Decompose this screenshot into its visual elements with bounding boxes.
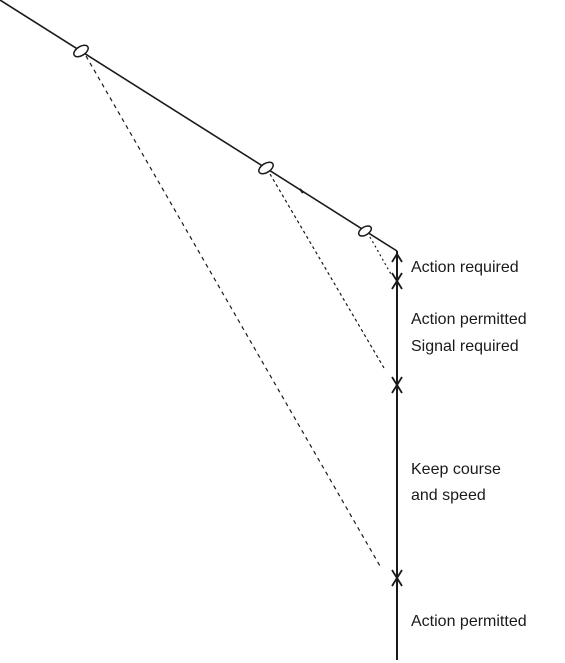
vessel-position-1 (73, 44, 89, 58)
arrow-up-action-permitted-lower (391, 576, 403, 587)
sightline-far (85, 55, 381, 567)
sightline-near (369, 236, 393, 277)
zone-label-keep-course-line1: Keep course (411, 461, 501, 478)
arrow-up-action-permitted (391, 279, 403, 290)
zone-label-keep-course-line2: and speed (411, 487, 486, 504)
zone-label-action-required: Action required (411, 259, 519, 276)
vessel-position-2 (258, 161, 274, 175)
arrow-up-keep-course (391, 383, 403, 394)
vessel-position-3 (357, 225, 373, 237)
track-tick (299, 188, 304, 194)
arrow-up-action-required (391, 252, 403, 263)
zone-label-action-permitted: Action permitted (411, 613, 527, 630)
overtaking-vessel-track (0, 0, 398, 252)
sightline-mid (269, 173, 385, 369)
zone-label-action-permitted-signal-line2: Signal required (411, 338, 519, 355)
zone-label-action-permitted-signal-line1: Action permitted (411, 311, 527, 328)
